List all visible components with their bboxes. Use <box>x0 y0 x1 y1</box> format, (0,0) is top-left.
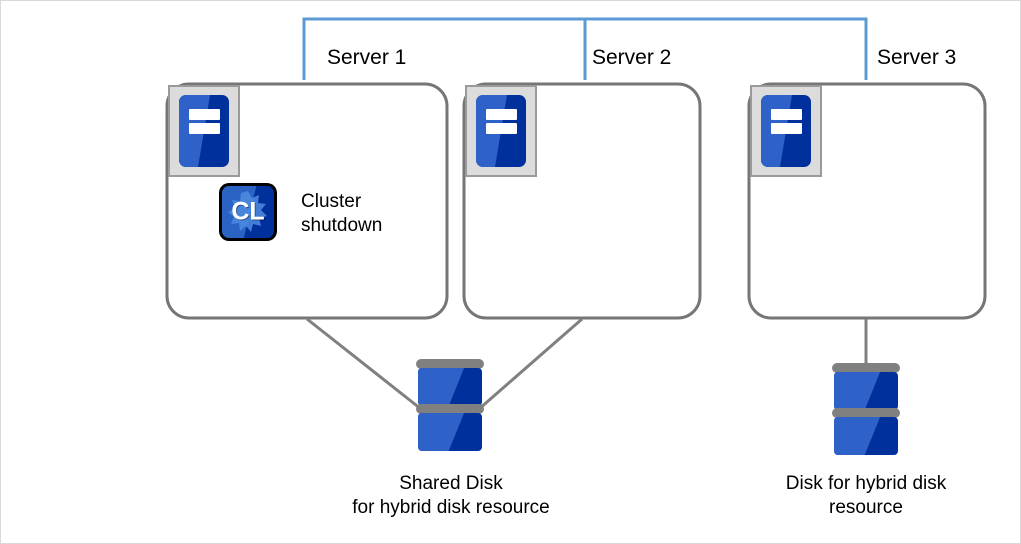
server-icon-bar <box>770 123 802 135</box>
local-disk-caption-line2: resource <box>829 496 903 518</box>
server-icon-2 <box>465 85 537 177</box>
disk-plate <box>832 408 900 418</box>
server-icon-body <box>761 95 811 167</box>
disk-plate <box>832 363 900 373</box>
local-disk-caption: Disk for hybrid disk resource <box>716 472 1016 520</box>
server-label-3: Server 3 <box>877 46 957 69</box>
disk-segment <box>418 413 482 451</box>
server-icon-bar <box>188 123 220 135</box>
server-label-1: Server 1 <box>327 46 407 69</box>
server-icon-body <box>179 95 229 167</box>
shared-disk-icon <box>416 359 484 451</box>
cluster-shutdown-icon-inner: CL <box>222 186 274 238</box>
shared-disk-caption-line1: Shared Disk <box>399 473 503 494</box>
disk-segment <box>834 417 898 455</box>
cluster-shutdown-label: Cluster shutdown <box>301 190 382 238</box>
local-disk-icon <box>832 363 900 455</box>
connector-server2-shared-disk <box>478 317 583 411</box>
disk-segment <box>834 372 898 410</box>
local-disk-caption-line1: Disk for hybrid disk <box>785 473 947 494</box>
server-icon-bar <box>188 109 220 121</box>
server-icon-body <box>476 95 526 167</box>
server-icon-bar <box>485 123 517 135</box>
cluster-shutdown-label-line2: shutdown <box>301 214 383 236</box>
disk-plate <box>416 359 484 369</box>
server-icon-bar <box>485 109 517 121</box>
shared-disk-caption-line2: for hybrid disk resource <box>352 496 550 518</box>
disk-plate <box>416 404 484 414</box>
server-icon-3 <box>750 85 822 177</box>
cluster-shutdown-icon-text: CL <box>231 197 265 226</box>
interconnect-line <box>302 17 868 80</box>
disk-segment <box>418 368 482 406</box>
cluster-splash-shape <box>228 191 267 232</box>
cluster-shutdown-icon: CL <box>219 183 277 241</box>
server-label-2: Server 2 <box>592 46 672 69</box>
cluster-shutdown-label-line1: Cluster <box>301 191 362 212</box>
server-icon-1 <box>168 85 240 177</box>
server-icon-bar <box>770 109 802 121</box>
connector-server1-shared-disk <box>306 317 422 411</box>
shared-disk-caption: Shared Disk for hybrid disk resource <box>291 472 611 520</box>
